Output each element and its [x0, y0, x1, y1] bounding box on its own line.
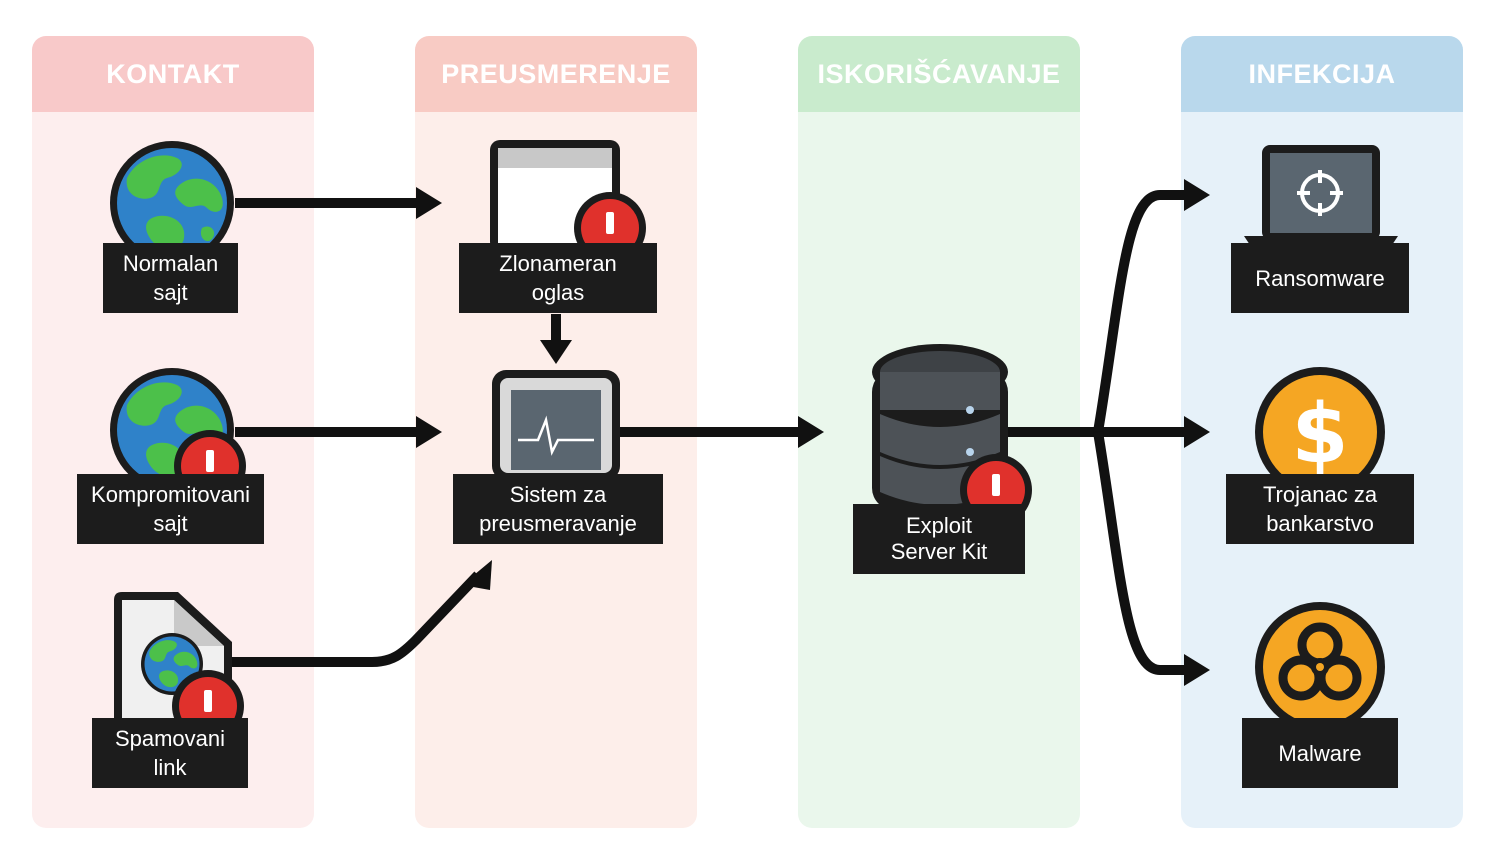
label-ransomware: Ransomware: [1231, 243, 1409, 313]
svg-text:$: $: [1291, 387, 1348, 482]
arrowheads: [416, 179, 1210, 686]
label-exploit-kit: Exploit Server Kit: [853, 504, 1025, 574]
biohazard-icon: [1255, 602, 1385, 732]
label-line: Malware: [1278, 740, 1362, 766]
dollar-coin-icon: $: [1255, 367, 1385, 497]
column-title: PREUSMERENJE: [441, 58, 671, 89]
browser-window-alert-icon: [490, 140, 646, 264]
column-title: INFEKCIJA: [1248, 58, 1396, 89]
label-banking-trojan: Trojanac za bankarstvo: [1226, 474, 1414, 544]
column-title: KONTAKT: [106, 58, 240, 89]
label-line: oglas: [531, 280, 585, 305]
column-title: ISKORIŠĆAVANJE: [817, 58, 1061, 89]
label-line: Sistem za: [509, 482, 607, 507]
label-line: Spamovani: [114, 726, 226, 751]
label-line: sajt: [153, 280, 188, 305]
column-header: KONTAKT: [32, 36, 314, 112]
monitor-pulse-icon: [492, 370, 620, 480]
label-line: Zlonameran: [499, 251, 617, 276]
label-malware: Malware: [1242, 718, 1398, 788]
label-line: Exploit: [905, 513, 973, 538]
label-line: Ransomware: [1255, 265, 1385, 291]
label-redirect-system: Sistem za preusmeravanje: [453, 474, 663, 544]
label-spam-link: Spamovani link: [92, 718, 248, 788]
label-line: bankarstvo: [1266, 511, 1374, 536]
label-line: Normalan: [122, 251, 219, 276]
document-globe-alert-icon: [114, 592, 244, 742]
column-header: INFEKCIJA: [1181, 36, 1463, 112]
label-line: preusmeravanje: [479, 511, 637, 536]
column-header: ISKORIŠĆAVANJE: [798, 36, 1080, 112]
label-line: Server Kit: [890, 539, 988, 564]
label-line: Kompromitovani: [91, 482, 250, 507]
label-malicious-ad: Zlonameran oglas: [459, 243, 657, 313]
laptop-target-icon: [1244, 145, 1398, 248]
database-server-alert-icon: [872, 344, 1032, 526]
label-normal-site: Normalan sajt: [103, 243, 238, 313]
label-line: sajt: [153, 511, 188, 536]
label-line: link: [153, 755, 187, 780]
connector-arrows: [230, 190, 1188, 675]
label-compromised-site: Kompromitovani sajt: [77, 474, 264, 544]
column-header: PREUSMERENJE: [415, 36, 697, 112]
label-line: Trojanac za: [1262, 482, 1378, 507]
